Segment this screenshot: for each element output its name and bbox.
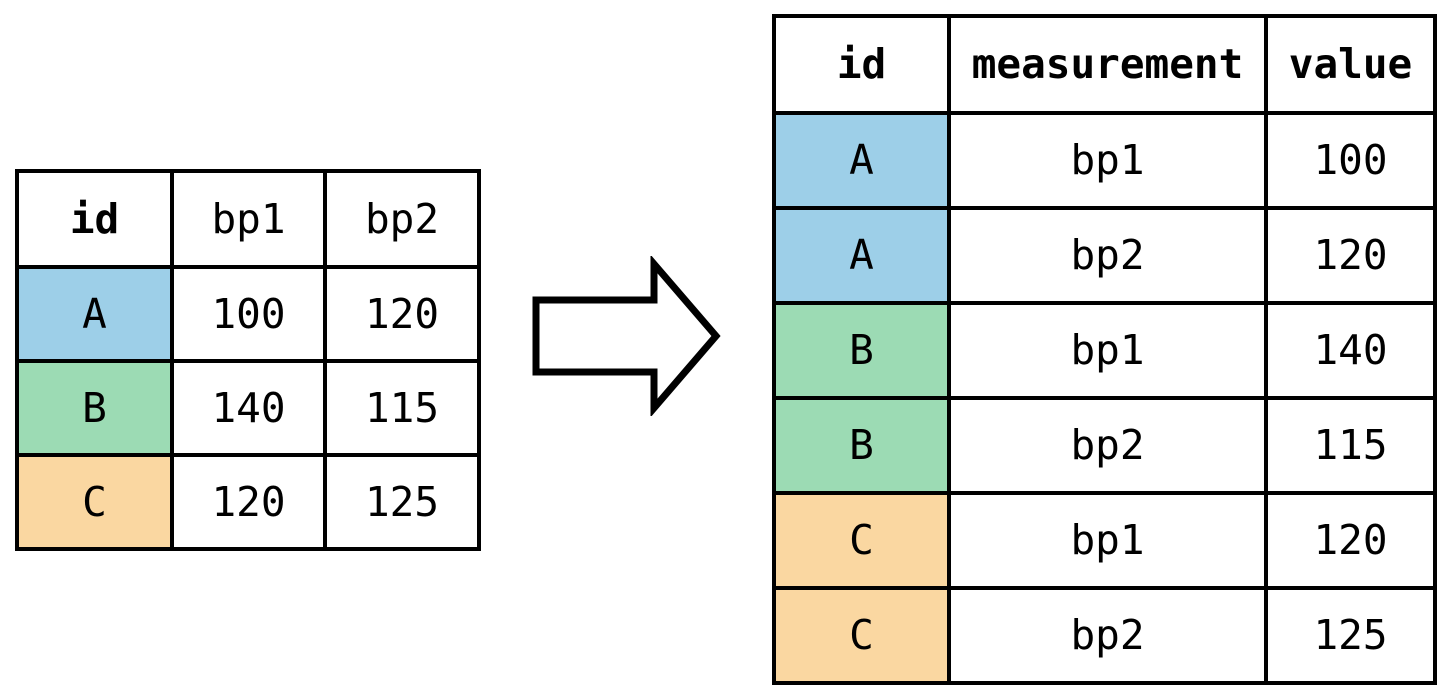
column-header-measurement: measurement xyxy=(947,14,1268,115)
data-cell: 115 xyxy=(1264,396,1437,495)
data-cell: bp1 xyxy=(947,111,1268,210)
data-cell: 115 xyxy=(323,359,481,457)
column-header-bp2: bp2 xyxy=(323,169,481,269)
data-cell: bp1 xyxy=(947,491,1268,590)
data-cell: 140 xyxy=(170,359,327,457)
id-cell: A xyxy=(772,111,951,210)
column-header-id: id xyxy=(15,169,174,269)
data-cell: 120 xyxy=(170,453,327,551)
data-cell: 125 xyxy=(1264,586,1437,685)
column-header-bp1: bp1 xyxy=(170,169,327,269)
data-cell: 120 xyxy=(1264,206,1437,305)
id-cell: C xyxy=(15,453,174,551)
id-cell: A xyxy=(15,265,174,363)
data-cell: 140 xyxy=(1264,301,1437,400)
column-header-id: id xyxy=(772,14,951,115)
data-cell: bp2 xyxy=(947,206,1268,305)
header-row: id bp1 bp2 xyxy=(15,169,481,269)
header-row: id measurement value xyxy=(772,14,1437,115)
data-cell: 100 xyxy=(170,265,327,363)
id-cell: A xyxy=(772,206,951,305)
id-cell: B xyxy=(772,301,951,400)
data-cell: 120 xyxy=(1264,491,1437,590)
data-cell: bp2 xyxy=(947,396,1268,495)
id-cell: B xyxy=(15,359,174,457)
right-arrow-icon xyxy=(532,256,721,416)
data-cell: bp1 xyxy=(947,301,1268,400)
id-cell: C xyxy=(772,491,951,590)
data-cell: bp2 xyxy=(947,586,1268,685)
data-cell: 125 xyxy=(323,453,481,551)
data-cell: 100 xyxy=(1264,111,1437,210)
id-cell: C xyxy=(772,586,951,685)
column-header-value: value xyxy=(1264,14,1437,115)
data-cell: 120 xyxy=(323,265,481,363)
id-cell: B xyxy=(772,396,951,495)
